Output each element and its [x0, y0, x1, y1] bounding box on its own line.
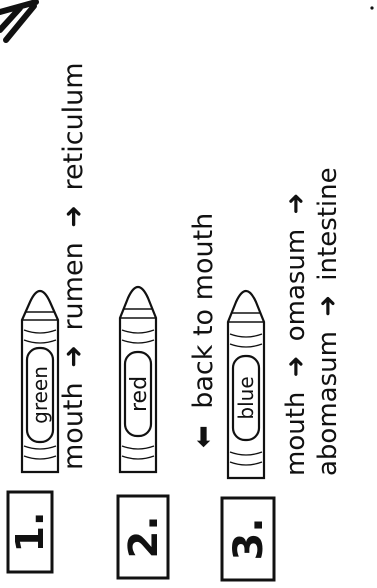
step-3-number-box: 3.: [222, 498, 274, 580]
arrow-up-icon: ➜: [58, 205, 89, 228]
step-3-organ-2: omasum: [281, 229, 311, 342]
step-3-crayon-icon: blue: [228, 291, 264, 478]
arrow-up-icon: ➜: [281, 193, 311, 215]
arrow-up-icon: ➜: [313, 295, 343, 317]
step-3-path-line-2: abomasum ➜ intestine: [313, 167, 343, 476]
step-1-path: mouth ➜ rumen ➜ reticulum: [58, 62, 89, 470]
step-2-path: ⬅ back to mouth: [188, 213, 219, 448]
step-2-crayon-icon: red: [120, 287, 156, 472]
step-1-organ-2: rumen: [58, 242, 89, 330]
step-2: 2. red ⬅ back to mouth: [118, 213, 219, 578]
step-2-crayon-label: red: [127, 376, 152, 412]
step-2-number: 2.: [121, 515, 167, 558]
step-3-path-line-1: mouth ➜ omasum ➜: [281, 193, 311, 476]
arrow-down-icon: ⬅: [188, 425, 219, 448]
step-3: 3. blue mouth ➜ omasum ➜ abomasum ➜: [222, 167, 343, 580]
step-3-number: 3.: [226, 517, 272, 560]
scribble-mark: [0, 2, 36, 40]
step-1-crayon-icon: green: [22, 291, 58, 472]
step-2-number-box: 2.: [118, 496, 168, 578]
arrow-up-icon: ➜: [58, 345, 89, 368]
arrow-up-icon: ➜: [281, 356, 311, 378]
step-1-organ-3: reticulum: [58, 62, 89, 190]
step-1-crayon-label: green: [28, 366, 52, 424]
step-3-organ-3: abomasum: [313, 331, 343, 476]
step-1: 1. green mouth ➜ rumen ➜ reticulum: [8, 62, 89, 572]
step-1-organ-1: mouth: [58, 382, 89, 470]
step-3-crayon-label: blue: [234, 376, 258, 419]
step-2-organ-1: back to mouth: [188, 213, 219, 409]
step-3-organ-4: intestine: [313, 167, 343, 280]
step-1-number-box: 1.: [8, 492, 52, 572]
ink-dot: [370, 6, 373, 9]
step-3-organ-1: mouth: [281, 392, 311, 476]
step-1-number: 1.: [8, 512, 52, 553]
